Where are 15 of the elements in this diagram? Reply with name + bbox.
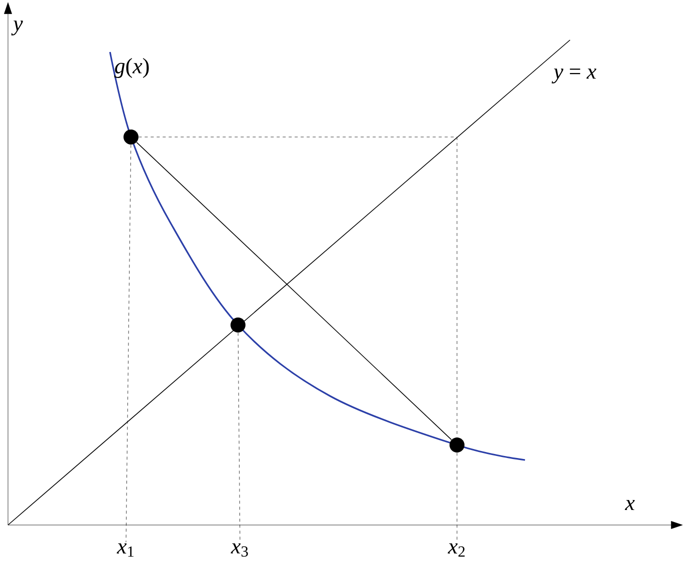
axis-label: x$_{2}$ — [448, 543, 465, 557]
dashed-line — [126, 144, 132, 542]
dashed-line — [456, 452, 458, 542]
axis-label: x$_{1}$ — [116, 543, 134, 557]
dashed-line — [138, 136, 458, 138]
point-marker — [450, 438, 464, 452]
axis-label: x$_{3}$ — [230, 543, 248, 557]
dashed-line — [456, 136, 458, 438]
point-marker — [124, 130, 138, 144]
curve-label: g(x) — [114, 58, 149, 78]
axis-label: y — [11, 20, 23, 36]
line-label: y = x — [552, 68, 596, 84]
axis-label: x — [624, 500, 635, 510]
line — [136, 142, 452, 440]
point-marker — [230, 318, 246, 332]
